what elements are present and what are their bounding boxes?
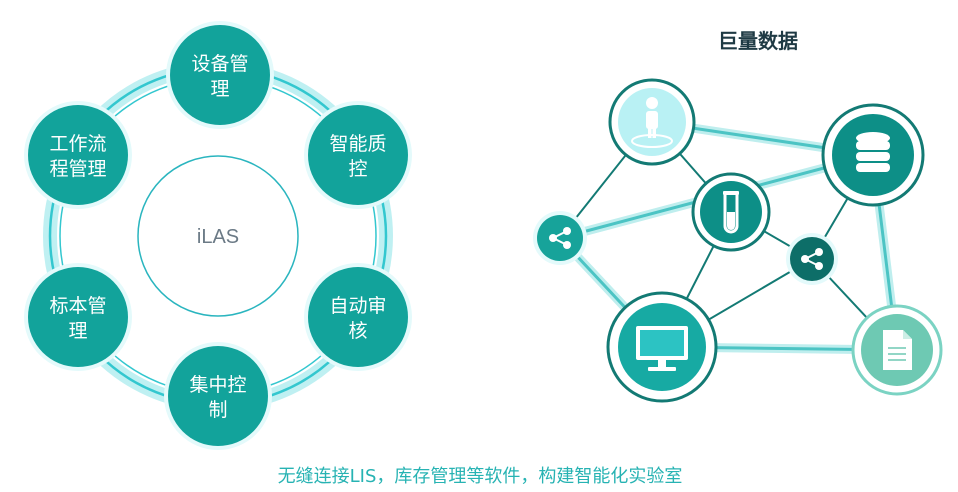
monitor-icon bbox=[636, 326, 688, 371]
module-node-central-control[interactable]: 集中控 制 bbox=[164, 342, 272, 450]
share-icon bbox=[549, 227, 571, 249]
module-node-workflow[interactable]: 工作流 程管理 bbox=[24, 101, 132, 209]
module-label-line1: 集中控 bbox=[189, 374, 246, 396]
module-label-line2: 理 bbox=[68, 320, 87, 342]
module-label-line1: 智能质 bbox=[329, 133, 386, 155]
share-node-left[interactable] bbox=[533, 211, 587, 265]
document-node[interactable] bbox=[851, 304, 943, 396]
module-label-line1: 标本管 bbox=[49, 295, 106, 317]
ilas-ring-diagram: iLAS 设备管 理 智能质 控 自动审 核 集中控 制 bbox=[24, 21, 412, 450]
module-label-line2: 程管理 bbox=[49, 158, 106, 180]
test-tube-node[interactable] bbox=[691, 172, 771, 252]
module-label-line1: 设备管 bbox=[191, 53, 248, 75]
network-nodes bbox=[533, 78, 943, 403]
share-node-right[interactable] bbox=[786, 233, 838, 285]
module-label-line2: 控 bbox=[348, 158, 367, 180]
module-node-qc[interactable]: 智能质 控 bbox=[304, 101, 412, 209]
center-label: iLAS bbox=[197, 226, 239, 248]
share-icon bbox=[801, 248, 823, 270]
caption: 无缝连接LIS，库存管理等软件，构建智能化实验室 bbox=[278, 466, 683, 487]
test-tube-icon bbox=[723, 191, 739, 234]
module-label-line2: 制 bbox=[208, 399, 227, 421]
module-label-line1: 工作流 bbox=[49, 133, 106, 155]
module-label-line2: 核 bbox=[348, 320, 367, 342]
user-icon bbox=[631, 97, 673, 148]
database-icon bbox=[856, 132, 890, 172]
module-label-line1: 自动审 bbox=[329, 295, 386, 317]
monitor-node[interactable] bbox=[606, 291, 718, 403]
module-node-audit[interactable]: 自动审 核 bbox=[304, 263, 412, 371]
network-title: 巨量数据 bbox=[718, 29, 798, 53]
document-icon bbox=[883, 330, 912, 370]
center-circle bbox=[137, 155, 299, 317]
user-node[interactable] bbox=[608, 78, 696, 166]
module-node-specimen[interactable]: 标本管 理 bbox=[24, 263, 132, 371]
database-node[interactable] bbox=[821, 103, 925, 207]
module-label-line2: 理 bbox=[210, 78, 229, 100]
module-node-device[interactable]: 设备管 理 bbox=[166, 21, 274, 129]
